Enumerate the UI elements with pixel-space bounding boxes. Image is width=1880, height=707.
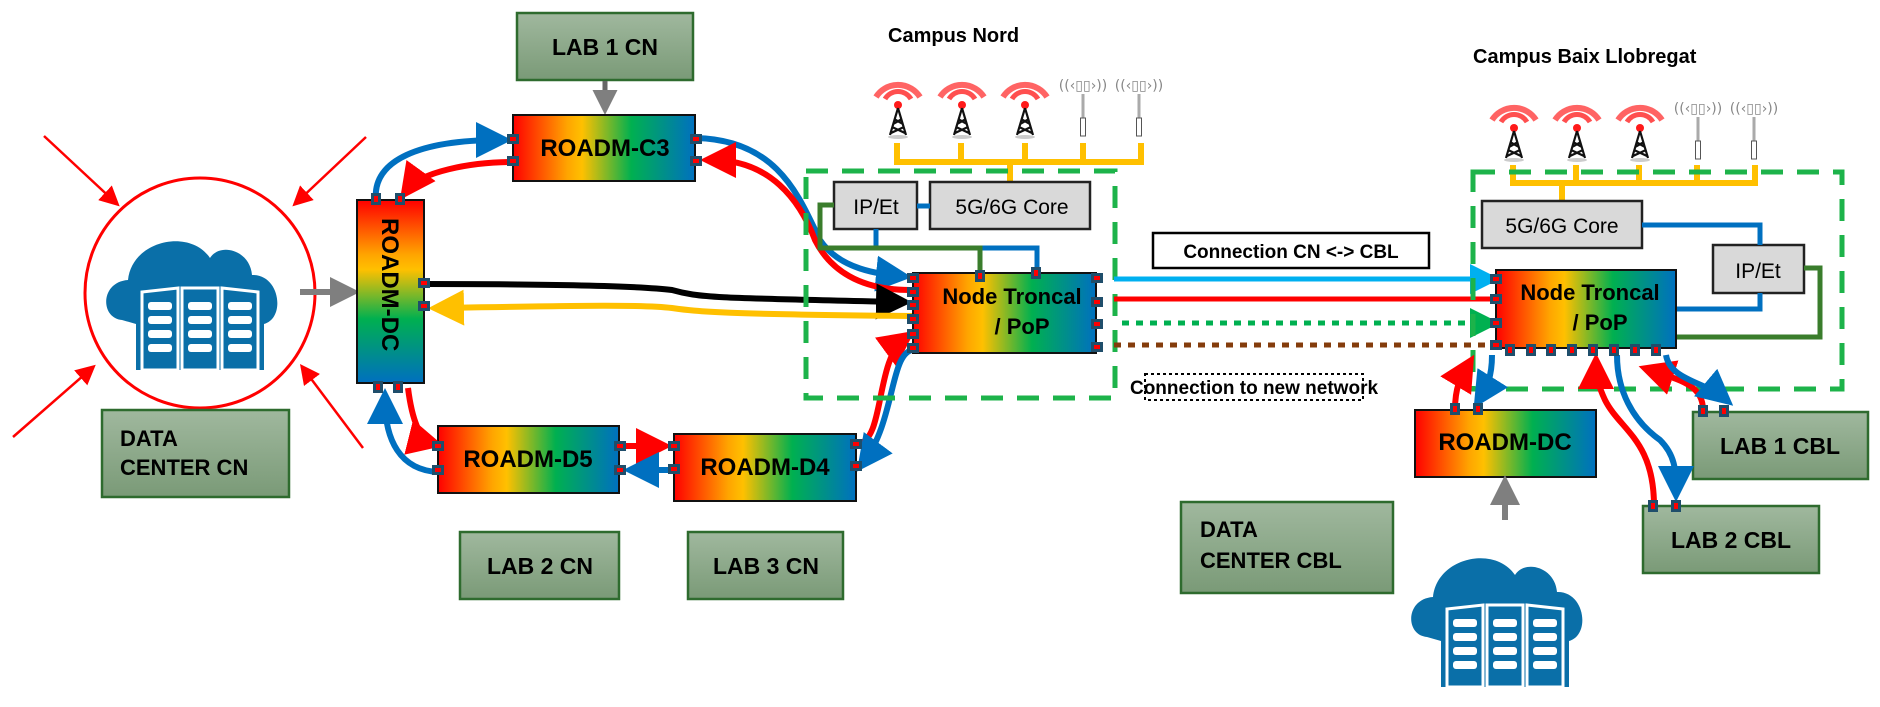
5g-antenna-icon bbox=[1058, 77, 1108, 137]
svg-text:5G/6G Core: 5G/6G Core bbox=[1505, 215, 1618, 238]
campus-nord-title: Campus Nord bbox=[888, 25, 1019, 47]
svg-text:IP/Et: IP/Et bbox=[853, 196, 899, 219]
svg-text:CENTER CN: CENTER CN bbox=[120, 455, 248, 480]
cloud-data-center-icon bbox=[104, 239, 279, 372]
svg-text:Node Troncal: Node Troncal bbox=[942, 284, 1081, 309]
node-troncal-pop-cn[interactable]: Node Troncal / PoP bbox=[912, 272, 1097, 354]
roadm-d4[interactable]: ROADM-D4 bbox=[673, 433, 857, 502]
svg-text:Connection CN <-> CBL: Connection CN <-> CBL bbox=[1183, 242, 1399, 263]
svg-text:Connection to new network: Connection to new network bbox=[1130, 378, 1378, 399]
radio-backhaul-cn bbox=[894, 143, 1144, 182]
svg-text:LAB 1 CN: LAB 1 CN bbox=[552, 34, 658, 60]
cell-tower-icon bbox=[1618, 108, 1662, 162]
cell-tower-icon bbox=[940, 85, 984, 139]
campus-nord-pop-zone bbox=[803, 168, 1118, 401]
cn-cbl-label: Connection CN <-> CBL bbox=[1151, 231, 1431, 270]
svg-text:ROADM-DC: ROADM-DC bbox=[376, 218, 403, 351]
svg-text:ROADM-C3: ROADM-C3 bbox=[540, 135, 669, 162]
svg-text:LAB 3 CN: LAB 3 CN bbox=[713, 553, 819, 579]
5g-antenna-icon bbox=[1729, 100, 1779, 160]
svg-text:ROADM-D4: ROADM-D4 bbox=[700, 454, 830, 481]
cell-tower-icon bbox=[876, 85, 920, 139]
svg-text:5G/6G Core: 5G/6G Core bbox=[955, 196, 1068, 219]
svg-text:LAB 2 CN: LAB 2 CN bbox=[487, 553, 593, 579]
svg-text:IP/Et: IP/Et bbox=[1735, 260, 1781, 283]
cloud-data-center-icon bbox=[1409, 556, 1584, 689]
new-network-label: Connection to new network bbox=[1130, 373, 1378, 401]
svg-text:ROADM-DC: ROADM-DC bbox=[1438, 429, 1571, 456]
svg-text:DATA: DATA bbox=[120, 426, 178, 451]
core-5g6g-cbl[interactable]: 5G/6G Core bbox=[1480, 199, 1644, 250]
cn-ip-links bbox=[817, 202, 1040, 274]
cn-ring-links bbox=[367, 122, 915, 488]
cell-tower-icon bbox=[1555, 108, 1599, 162]
core-5g6g-cn[interactable]: 5G/6G Core bbox=[928, 180, 1092, 231]
incoming-traffic-arrows bbox=[12, 135, 367, 449]
svg-text:Node Troncal: Node Troncal bbox=[1520, 280, 1659, 305]
svg-text:CENTER CBL: CENTER CBL bbox=[1200, 548, 1342, 573]
svg-text:LAB 1 CBL: LAB 1 CBL bbox=[1720, 433, 1840, 459]
roadm-dc-cn[interactable]: ROADM-DC bbox=[356, 199, 425, 384]
cell-tower-icon bbox=[1492, 108, 1536, 162]
lab-2-cn[interactable]: LAB 2 CN bbox=[458, 530, 621, 601]
roadm-c3[interactable]: ROADM-C3 bbox=[512, 114, 696, 182]
lab-1-cn[interactable]: LAB 1 CN bbox=[515, 11, 695, 82]
lab-3-cn[interactable]: LAB 3 CN bbox=[686, 530, 845, 601]
lab-2-cbl[interactable]: LAB 2 CBL bbox=[1641, 504, 1821, 575]
ip-et-cbl[interactable]: IP/Et bbox=[1711, 243, 1806, 295]
svg-text:/ PoP: / PoP bbox=[1572, 310, 1627, 335]
svg-text:ROADM-D5: ROADM-D5 bbox=[463, 446, 592, 473]
cell-tower-icon bbox=[1003, 85, 1047, 139]
svg-text:/ PoP: / PoP bbox=[994, 314, 1049, 339]
svg-text:LAB 2 CBL: LAB 2 CBL bbox=[1671, 527, 1791, 553]
5g-antenna-icon bbox=[1114, 77, 1164, 137]
campus-bl-title: Campus Baix Llobregat bbox=[1473, 46, 1697, 68]
svg-text:DATA: DATA bbox=[1200, 517, 1258, 542]
node-troncal-pop-cbl[interactable]: Node Troncal / PoP bbox=[1495, 269, 1677, 349]
5g-antenna-icon bbox=[1673, 100, 1723, 160]
cn-cbl-links bbox=[1114, 264, 1500, 348]
cbl-ip-links bbox=[1642, 222, 1823, 340]
ip-et-cn[interactable]: IP/Et bbox=[832, 180, 919, 231]
data-center-cn-label: DATA CENTER CN bbox=[100, 408, 291, 499]
roadm-dc-cbl[interactable]: ROADM-DC bbox=[1414, 409, 1597, 478]
lab-1-cbl[interactable]: LAB 1 CBL bbox=[1691, 410, 1870, 481]
data-center-cbl-label: DATA CENTER CBL bbox=[1179, 500, 1395, 595]
roadm-d5[interactable]: ROADM-D5 bbox=[437, 425, 620, 494]
